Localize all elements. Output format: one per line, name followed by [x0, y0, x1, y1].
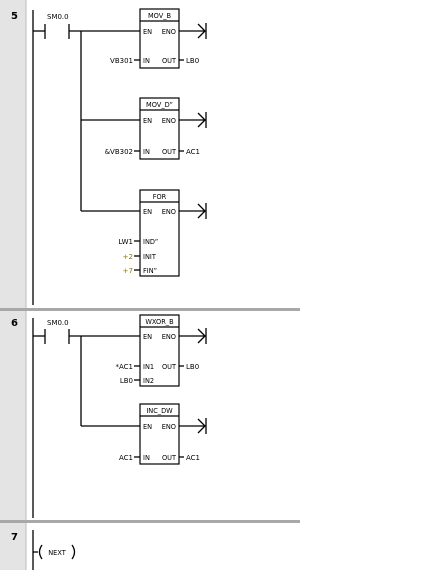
pin-eno: ENO	[162, 423, 176, 431]
operand-out[interactable]: LB0	[186, 57, 199, 65]
box-for[interactable]: FOR EN ENO IND” INIT FIN” LW1 +2 +7	[118, 189, 207, 277]
coil-next[interactable]: NEXT	[33, 544, 76, 560]
network-number: 5	[11, 11, 18, 22]
pin-en: EN	[143, 117, 152, 125]
network-margin	[0, 0, 26, 570]
operand-out[interactable]: LB0	[186, 363, 199, 371]
contact-sm0-0[interactable]: SM0.0	[33, 13, 140, 39]
pin-eno: ENO	[162, 28, 176, 36]
box-wxor-b[interactable]: WXOR_B EN ENO IN1 IN2 OUT *AC1 LB0 LB0	[115, 314, 207, 387]
box-inc-dw[interactable]: INC_DW EN ENO IN OUT AC1 AC1	[119, 403, 207, 465]
pin-out: OUT	[162, 454, 177, 462]
box-mov-b[interactable]: MOV_B EN ENO IN OUT VB301 LB0	[110, 8, 207, 69]
box-title: INC_DW	[146, 407, 173, 415]
pin-in: IN	[143, 454, 150, 462]
pin-in: IN	[143, 57, 150, 65]
pin-init: INIT	[143, 253, 157, 261]
network-5[interactable]: 5 SM0.0 MOV_B EN ENO IN OUT VB301 LB0	[11, 8, 207, 305]
operand-out[interactable]: AC1	[186, 454, 200, 462]
box-title: MOV_B	[148, 12, 172, 20]
eno-output-arrow	[197, 418, 206, 434]
contact-label: SM0.0	[47, 319, 69, 327]
operand-in[interactable]: AC1	[119, 454, 133, 462]
network-divider	[0, 520, 300, 523]
pin-in1: IN1	[143, 363, 154, 371]
operand-in2[interactable]: LB0	[120, 377, 133, 385]
pin-ind: IND”	[143, 238, 158, 246]
contact-sm0-0[interactable]: SM0.0	[33, 319, 140, 344]
pin-en: EN	[143, 333, 152, 341]
pin-en: EN	[143, 28, 152, 36]
pin-in2: IN2	[143, 377, 154, 385]
pin-eno: ENO	[162, 208, 176, 216]
network-7[interactable]: 7 NEXT	[11, 530, 76, 570]
operand-in[interactable]: VB301	[110, 57, 133, 65]
network-number: 6	[11, 318, 18, 329]
network-divider	[0, 308, 300, 311]
pin-out: OUT	[162, 57, 177, 65]
eno-output-arrow	[197, 112, 206, 128]
operand-in[interactable]: &VB302	[105, 148, 133, 156]
operand-init[interactable]: +2	[123, 253, 133, 261]
pin-eno: ENO	[162, 333, 176, 341]
pin-fin: FIN”	[143, 267, 157, 275]
eno-output-arrow	[197, 203, 206, 219]
operand-ind[interactable]: LW1	[118, 238, 133, 246]
box-title: WXOR_B	[145, 318, 174, 326]
contact-label: SM0.0	[47, 13, 69, 21]
pin-en: EN	[143, 423, 152, 431]
pin-in: IN	[143, 148, 150, 156]
pin-eno: ENO	[162, 117, 176, 125]
box-title: MOV_D”	[146, 101, 173, 109]
network-number: 7	[11, 532, 18, 543]
coil-label: NEXT	[48, 549, 66, 557]
box-title: FOR	[153, 193, 167, 201]
pin-out: OUT	[162, 363, 177, 371]
pin-out: OUT	[162, 148, 177, 156]
operand-fin[interactable]: +7	[123, 267, 133, 275]
network-6[interactable]: 6 SM0.0 WXOR_B EN ENO IN1 IN2 OUT *AC1 L…	[11, 314, 207, 518]
operand-out[interactable]: AC1	[186, 148, 200, 156]
box-mov-d[interactable]: MOV_D” EN ENO IN OUT &VB302 AC1	[105, 97, 207, 160]
eno-output-arrow	[197, 328, 206, 344]
pin-en: EN	[143, 208, 152, 216]
operand-in1[interactable]: *AC1	[115, 363, 133, 371]
eno-output-arrow	[197, 23, 206, 39]
